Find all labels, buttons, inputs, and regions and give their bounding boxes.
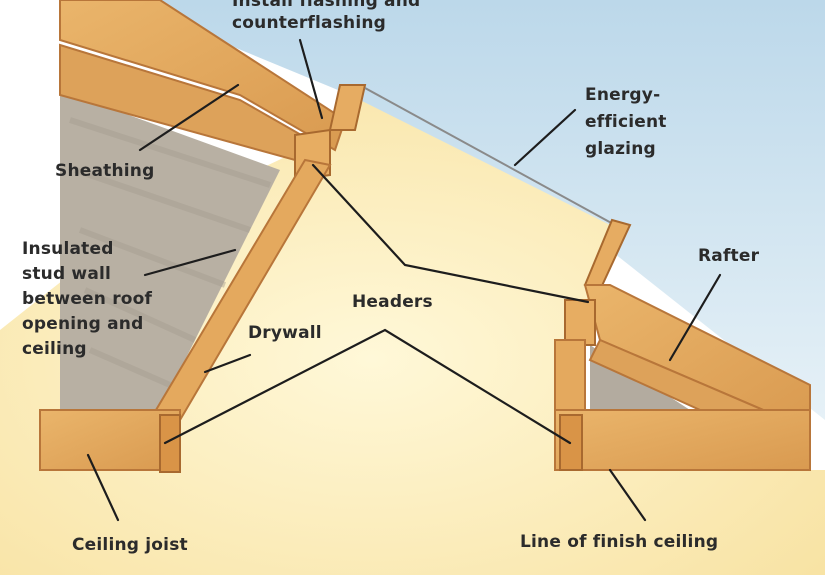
label-ceiling-joist: Ceiling joist [72,535,188,555]
label-glazing-line2: efficient [585,112,667,132]
label-flashing: Install flashing and counterflashing [232,0,420,34]
label-finish-ceiling: Line of finish ceiling [520,532,719,552]
label-glazing-line1: Energy- [585,85,661,105]
header-lower-left [159,414,181,473]
label-flashing-line2: counterflashing [232,13,387,33]
label-headers: Headers [352,292,433,312]
label-insulated-line2: stud wall [22,264,112,284]
leader-sheathing [138,83,240,152]
leader-headers-upper [311,163,590,304]
label-insulated-line1: Insulated [22,239,114,259]
leader-finish-ceiling [608,468,647,522]
leader-flashing [298,38,324,120]
rafter-right [583,284,811,432]
ceiling-joist-right [554,409,811,471]
header-right [564,299,596,346]
label-insulated-line3: between roof [22,289,153,309]
leader-glazing [513,108,577,167]
glazing-line [364,87,616,226]
leader-insulated [143,248,237,277]
label-drywall: Drywall [248,323,322,343]
label-glazing: Energy- efficient glazing [585,82,667,163]
insulation-texture [69,117,271,388]
leader-rafter [668,273,722,362]
rafter-upper-left [59,0,347,152]
label-sheathing: Sheathing [55,161,155,181]
leader-ceiling-joist [86,453,120,522]
label-flashing-line1: Install flashing and [232,0,421,11]
label-rafter: Rafter [698,246,760,266]
label-glazing-line3: glazing [585,139,656,159]
sky-background [120,0,825,420]
label-insulated: Insulated stud wall between roof opening… [22,237,152,362]
leader-headers-lower [163,328,572,445]
glazing-post-upper [328,84,367,131]
leader-drywall [203,353,252,374]
label-insulated-line4: opening and [22,314,144,334]
label-insulated-line5: ceiling [22,339,87,359]
header-lower-right [559,414,583,471]
insulation-left [60,90,280,410]
